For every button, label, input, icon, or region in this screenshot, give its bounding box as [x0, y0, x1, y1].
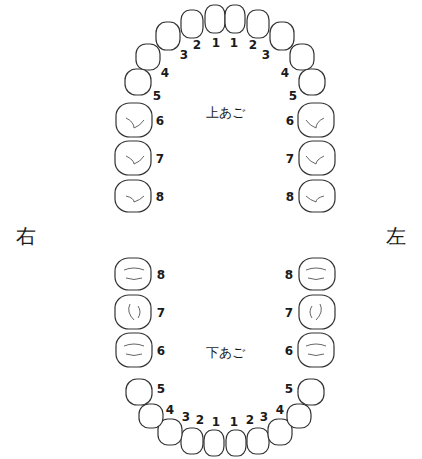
tooth: [136, 44, 160, 70]
tooth: [115, 141, 151, 175]
tooth-number: 8: [156, 191, 164, 203]
tooth-number: 2: [246, 414, 254, 426]
groove: [129, 304, 140, 320]
tooth-number: 2: [196, 414, 204, 426]
tooth: [299, 180, 335, 212]
tooth-number: 4: [276, 404, 284, 416]
tooth: [290, 44, 314, 70]
groove: [306, 118, 324, 128]
groove: [306, 196, 324, 202]
tooth: [156, 22, 180, 50]
tooth-number: 8: [286, 191, 294, 203]
tooth-number: 1: [212, 416, 220, 428]
tooth: [226, 430, 246, 456]
side-label: 右: [16, 226, 36, 246]
groove: [126, 196, 144, 202]
tooth: [125, 69, 151, 95]
tooth: [225, 5, 245, 33]
tooth-number: 4: [281, 67, 289, 79]
tooth-number: 3: [260, 411, 268, 423]
tooth: [204, 430, 224, 456]
groove: [124, 268, 144, 280]
tooth: [298, 379, 324, 405]
tooth: [139, 404, 163, 428]
tooth: [205, 5, 225, 33]
tooth-number: 7: [156, 153, 164, 165]
groove: [126, 118, 144, 128]
groove: [124, 344, 144, 356]
tooth: [181, 10, 203, 38]
jaw-label: 上あご: [206, 106, 245, 119]
tooth: [247, 10, 269, 38]
tooth-number: 3: [182, 411, 190, 423]
tooth: [247, 428, 269, 454]
tooth: [298, 103, 334, 137]
groove: [126, 156, 144, 164]
tooth: [299, 69, 325, 95]
tooth: [270, 22, 294, 50]
tooth-number: 1: [230, 416, 238, 428]
tooth: [299, 141, 335, 175]
lower-teeth: [115, 258, 335, 456]
tooth: [126, 379, 152, 405]
tooth: [115, 295, 151, 329]
upper-teeth: [115, 5, 335, 212]
tooth-grooves: [124, 118, 326, 356]
tooth-number: 6: [285, 345, 293, 357]
tooth-number: 6: [156, 115, 164, 127]
tooth-number: 2: [193, 39, 201, 51]
tooth: [181, 428, 203, 454]
groove: [306, 344, 326, 356]
tooth-number: 5: [285, 383, 293, 395]
tooth: [298, 333, 334, 367]
tooth-number: 1: [230, 37, 238, 49]
tooth-number: 2: [249, 39, 257, 51]
tooth-number: 6: [157, 345, 165, 357]
groove: [306, 268, 326, 280]
tooth: [115, 180, 151, 212]
tooth: [116, 103, 152, 137]
tooth: [287, 404, 311, 428]
tooth-number: 4: [166, 404, 174, 416]
tooth-number: 5: [289, 90, 297, 102]
tooth-number: 6: [286, 115, 294, 127]
tooth-number: 3: [262, 49, 270, 61]
tooth-number: 7: [157, 307, 165, 319]
tooth-number: 7: [285, 307, 293, 319]
side-label: 左: [386, 226, 406, 246]
jaw-label: 下あご: [206, 346, 245, 359]
groove: [310, 304, 321, 320]
groove: [306, 156, 324, 164]
tooth-number: 8: [285, 269, 293, 281]
tooth: [299, 258, 335, 290]
tooth-number: 7: [286, 153, 294, 165]
tooth: [299, 295, 335, 329]
tooth-number: 4: [161, 67, 169, 79]
tooth-number: 5: [153, 90, 161, 102]
tooth-number: 1: [212, 37, 220, 49]
tooth-number: 8: [157, 269, 165, 281]
tooth-number: 5: [157, 383, 165, 395]
tooth-number: 3: [180, 49, 188, 61]
tooth: [116, 333, 152, 367]
tooth: [115, 258, 151, 290]
